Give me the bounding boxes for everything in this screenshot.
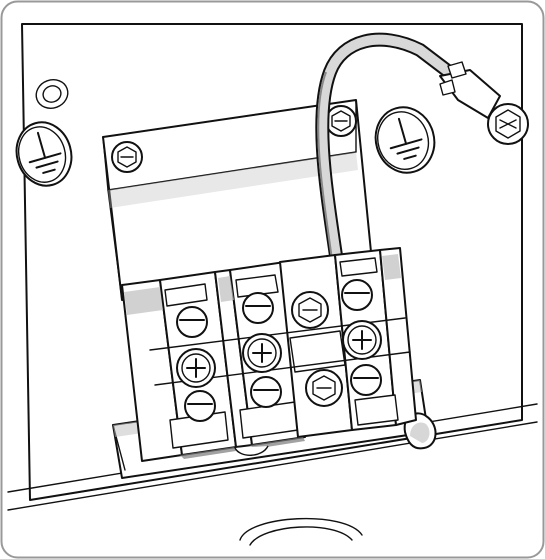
- panel-lower-edge: [7, 421, 538, 511]
- bottom-oval-opening: [239, 517, 363, 541]
- hex-screw-icon: [325, 105, 357, 137]
- slotted-screw-icon: [242, 292, 274, 324]
- ring-terminal-lug: [439, 61, 529, 145]
- slotted-screw-icon: [350, 364, 382, 396]
- slotted-screw-icon: [341, 279, 373, 311]
- mounting-hole: [35, 79, 69, 109]
- hex-screw-icon: [487, 103, 529, 145]
- slotted-screw-icon: [250, 376, 282, 408]
- phillips-screw-icon: [342, 320, 382, 360]
- hex-screw-icon: [111, 141, 143, 173]
- slotted-screw-icon: [184, 390, 216, 422]
- terminal-block-assembly: [121, 247, 417, 462]
- mounting-bracket: [102, 99, 373, 301]
- ground-wire: [315, 32, 477, 277]
- phillips-screw-icon: [242, 333, 282, 373]
- rail-clip: [234, 445, 269, 456]
- hex-screw-icon: [305, 369, 343, 407]
- hex-screw-icon: [291, 291, 329, 329]
- slotted-screw-icon: [176, 306, 208, 338]
- back-panel-outline: [21, 23, 523, 501]
- phillips-screw-icon: [176, 348, 216, 388]
- earth-ground-icon: [374, 106, 436, 174]
- bottom-oval-opening-inner: [249, 526, 353, 546]
- earth-ground-icon: [15, 121, 73, 187]
